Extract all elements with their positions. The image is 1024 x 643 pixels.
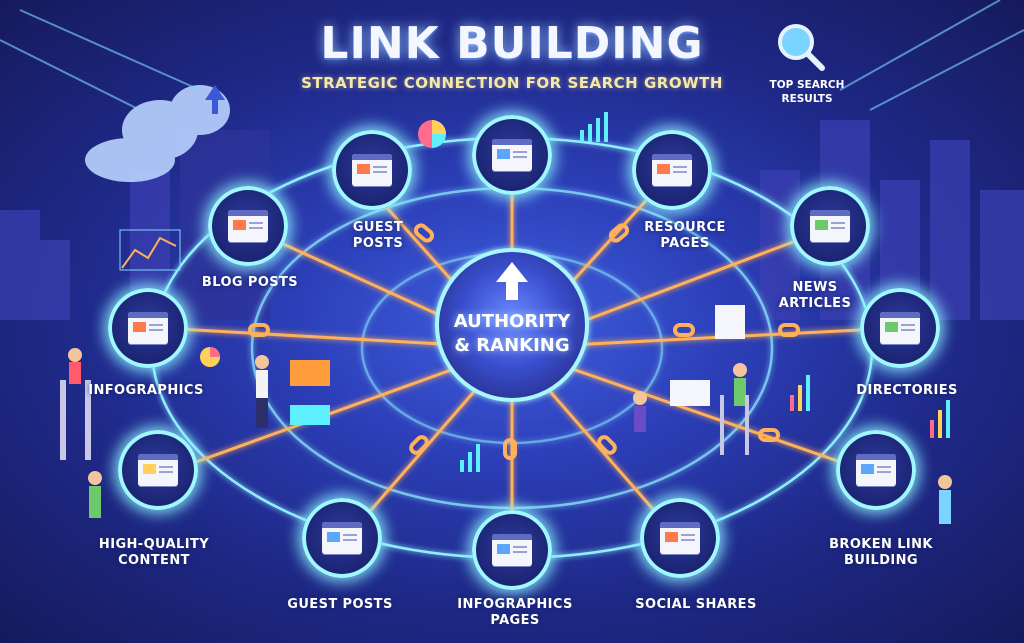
label-guest-posts-bottom: GUEST POSTS (287, 597, 393, 612)
node-infographics-pages (472, 510, 552, 590)
hub-label-line1: AUTHORITY (453, 311, 571, 332)
up-arrow-icon (496, 262, 528, 300)
browser-window-icon (492, 534, 532, 566)
browser-window-icon (856, 454, 896, 486)
label-blog-posts: BLOG POSTS (201, 275, 299, 290)
browser-window-icon (492, 139, 532, 171)
hub-label-line2: & RANKING (454, 335, 570, 356)
label-social-shares: SOCIAL SHARES (635, 597, 757, 612)
node-guest-posts-top (332, 130, 412, 210)
hub-label: AUTHORITY & RANKING (440, 310, 584, 358)
node-social-shares (640, 498, 720, 578)
node-guest-posts-bottom (302, 498, 382, 578)
label-resource-pages: RESOURCE PAGES (644, 220, 726, 251)
browser-window-icon (128, 312, 168, 344)
node-infographics (108, 288, 188, 368)
chain-link-icon (248, 223, 800, 460)
node-broken-link-building (836, 430, 916, 510)
browser-window-icon (652, 154, 692, 186)
label-news-articles: NEWS ARTICLES (778, 280, 852, 311)
node-news-articles (790, 186, 870, 266)
pie-chart-icon (200, 120, 446, 367)
light-streaks (0, 0, 1024, 111)
people-figures (60, 305, 952, 524)
browser-window-icon (228, 210, 268, 242)
browser-window-icon (352, 154, 392, 186)
node-resource-pages (632, 130, 712, 210)
browser-window-icon (322, 522, 362, 554)
magnifier-icon (778, 24, 825, 71)
hub-circle (435, 248, 589, 402)
page-subtitle: STRATEGIC CONNECTION FOR SEARCH GROWTH (301, 74, 723, 92)
bar-chart-icon (119, 112, 950, 472)
top-search-results-label: TOP SEARCH RESULTS (769, 79, 845, 105)
browser-window-icon (660, 522, 700, 554)
browser-window-icon (880, 312, 920, 344)
browser-window-icon (810, 210, 850, 242)
browser-window-icon (138, 454, 178, 486)
node-top-center (472, 115, 552, 195)
label-infographics: INFOGRAPHICS (88, 383, 204, 398)
label-directories: DIRECTORIES (856, 383, 958, 398)
node-directories (860, 288, 940, 368)
label-broken-link-building: BROKEN LINK BUILDING (829, 537, 933, 568)
label-infographics-pages: INFOGRAPHICS PAGES (457, 597, 573, 628)
page-title: LINK BUILDING (320, 18, 704, 69)
node-blog-posts (208, 186, 288, 266)
node-high-quality-content (118, 430, 198, 510)
label-high-quality-content: HIGH-QUALITY CONTENT (98, 537, 210, 568)
label-guest-posts-top: GUEST POSTS (352, 220, 404, 251)
cloud-upload-icon (85, 85, 230, 182)
